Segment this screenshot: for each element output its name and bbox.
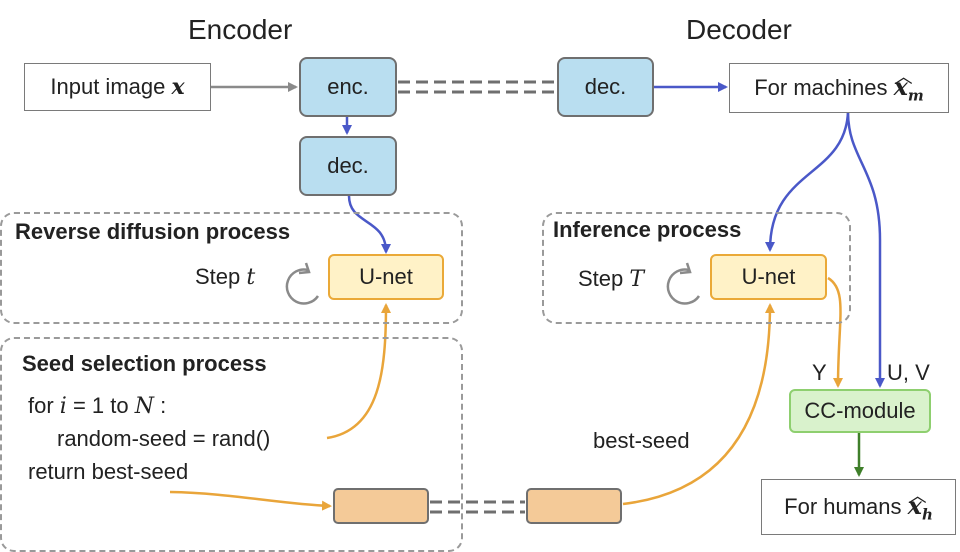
input-image-box: Input image x [24, 63, 211, 111]
arrow-machines-to-cc [846, 111, 885, 388]
arrow-seed-to-unet-left [326, 303, 391, 440]
seed-line-2: random-seed = rand() [57, 426, 271, 451]
loop-icon [666, 262, 701, 305]
seed-line-3: return best-seed [28, 459, 189, 484]
reverse-diffusion-frame [0, 212, 463, 324]
input-image-label: Input image [50, 74, 172, 99]
for-machines-label: For machines [754, 75, 894, 100]
seed-box-left [333, 488, 429, 524]
inference-step-label: Step T [578, 266, 645, 292]
dashed-link-enc-dec [398, 80, 556, 94]
inference-title: Inference process [553, 217, 742, 242]
unet-box-inference: U-net [710, 254, 827, 300]
arrow-seedbox-to-unet-right [622, 303, 775, 506]
cc-module-box: CC-module [789, 389, 931, 433]
x-h-symbol: ︿ xh [908, 486, 933, 523]
x-m-symbol: ︿ xm [894, 67, 924, 104]
for-humans-box: For humans ︿ xh [761, 479, 956, 535]
best-seed-label: best-seed [593, 428, 690, 453]
loop-icon [285, 262, 320, 305]
hat-glyph: ︿ [894, 66, 913, 87]
for-humans-label: For humans [784, 494, 908, 519]
y-label: Y [812, 360, 827, 385]
unet-box-reverse: U-net [328, 254, 444, 300]
encoder-header: Encoder [188, 14, 293, 45]
arrow-machines-to-unet-right [765, 111, 850, 252]
dec-box-right: dec. [557, 57, 654, 117]
reverse-step-label: Step t [195, 264, 256, 290]
seed-box-right [526, 488, 622, 524]
reverse-diffusion-title: Reverse diffusion process [15, 219, 291, 244]
seed-selection-title: Seed selection process [22, 351, 267, 376]
seed-line-1: for i = 1 to N : [28, 393, 167, 419]
arrow-dec-to-unet-left [347, 195, 391, 254]
dashed-link-seed-boxes [430, 500, 525, 514]
for-machines-box: For machines ︿ xm [729, 63, 949, 113]
inference-frame [542, 212, 851, 324]
hat-glyph: ︿ [908, 485, 927, 506]
dec-box-left: dec. [299, 136, 397, 196]
uv-label: U, V [887, 360, 930, 385]
arrow-return-to-seedbox [169, 490, 332, 511]
connector-layer [169, 80, 885, 514]
decoder-header: Decoder [686, 14, 792, 45]
input-image-var: x [171, 74, 185, 100]
enc-box: enc. [299, 57, 397, 117]
